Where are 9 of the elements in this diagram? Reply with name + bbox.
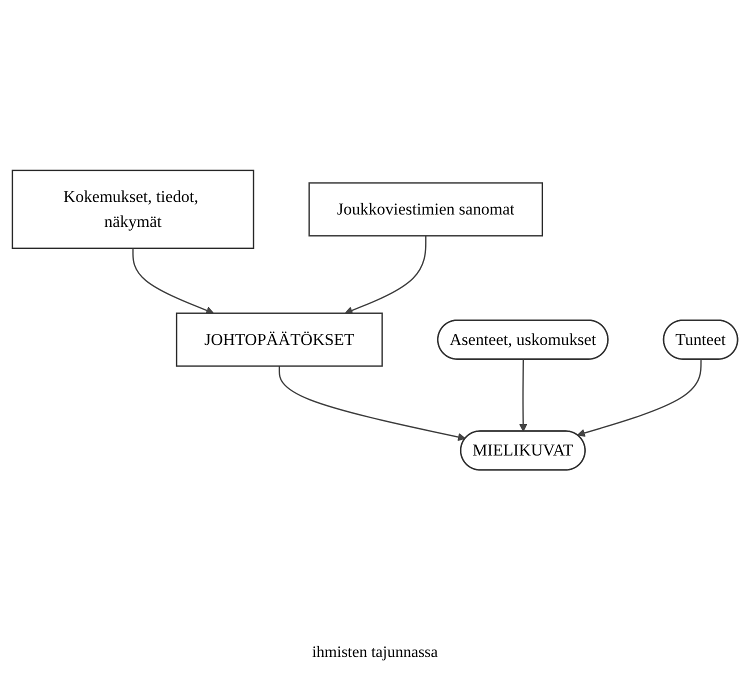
arrow (519, 359, 528, 432)
arrow (344, 236, 426, 314)
caption-text: ihmisten tajunnassa (312, 644, 438, 661)
arrow (577, 359, 702, 437)
node-box: JOHTOPÄÄTÖKSET (176, 312, 383, 367)
node-box: Joukkoviestimien sanomat (308, 182, 544, 236)
arrow (278, 366, 466, 441)
node-box: Kokemukset, tiedot, näkymät (12, 170, 254, 249)
arrow (132, 248, 214, 314)
